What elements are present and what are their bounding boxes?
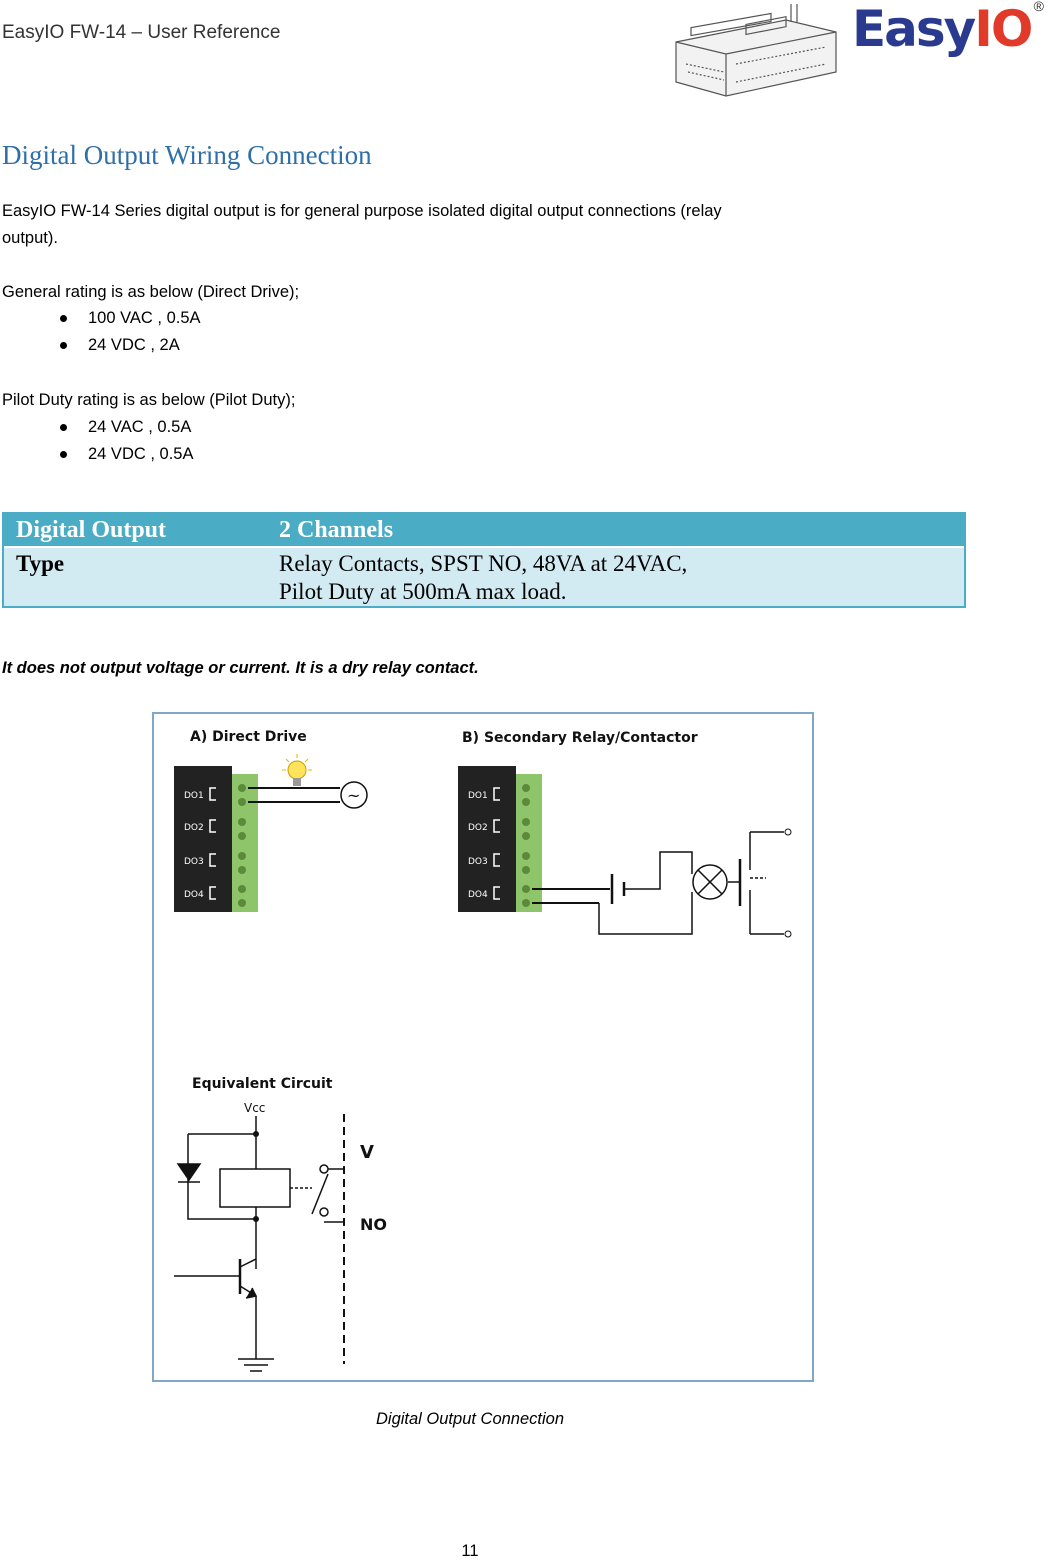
equivalent-circuit-label: Equivalent Circuit [192,1076,333,1092]
terminal-label-do2: DO2 [184,823,204,833]
general-rating-list: 100 VAC , 0.5A 24 VDC , 2A [60,305,201,359]
pilot-rating-label: Pilot Duty rating is as below (Pilot Dut… [2,391,296,409]
equivalent-circuit-schematic [174,1114,345,1372]
diagram-label-secondary-relay: B) Secondary Relay/Contactor [462,730,698,746]
wiring-diagram-figure: A) Direct Drive B) Secondary Relay/Conta… [152,712,814,1382]
document-header-title: EasyIO FW-14 – User Reference [2,22,281,43]
terminal-block-b: DO1 DO2 DO3 DO4 [458,766,542,912]
general-rating-label: General rating is as below (Direct Drive… [2,283,300,301]
spec-table: Digital Output 2 Channels Type Relay Con… [2,512,966,608]
spec-row-value-line2: Pilot Duty at 500mA max load. [279,579,567,604]
pilot-rating-list: 24 VAC , 0.5A 24 VDC , 0.5A [60,414,193,468]
v-terminal-label: V [360,1142,374,1163]
figure-caption: Digital Output Connection [375,1410,565,1428]
page-number: 11 [461,1542,479,1560]
terminal-label-do4: DO4 [184,890,204,900]
light-bulb-icon [282,754,312,786]
spec-row-value-line1: Relay Contacts, SPST NO, 48VA at 24VAC, [279,551,688,576]
spec-table-row: Type Relay Contacts, SPST NO, 48VA at 24… [4,546,964,606]
list-item: 24 VDC , 0.5A [60,441,193,468]
controller-device-image [675,4,837,97]
terminal-label-do3: DO3 [184,857,204,867]
secondary-relay-circuit [532,831,784,935]
direct-drive-wires [248,787,340,803]
terminal-label-do1: DO1 [184,791,204,801]
terminal-label-do1-b: DO1 [468,791,488,801]
list-item: 100 VAC , 0.5A [60,305,201,332]
easyio-logo: EasyIO ® [852,0,1044,58]
intro-line-2: output). [2,229,58,247]
ac-source-symbol [340,781,368,809]
terminal-label-do3-b: DO3 [468,857,488,867]
spec-table-header-row: Digital Output 2 Channels [4,514,964,546]
spec-header-col1: Digital Output [16,517,167,543]
spec-header-col2: 2 Channels [279,517,394,543]
terminal-label-do2-b: DO2 [468,823,488,833]
no-terminal-label: NO [360,1215,387,1234]
registered-mark: ® [1033,0,1044,14]
section-title: Digital Output Wiring Connection [2,140,372,170]
diagram-label-direct-drive: A) Direct Drive [190,729,307,745]
list-item: 24 VAC , 0.5A [60,414,193,441]
spec-row-label: Type [16,551,65,576]
intro-line-1: EasyIO FW-14 Series digital output is fo… [2,202,722,220]
list-item: 24 VDC , 2A [60,332,201,359]
terminal-block-a: DO1 DO2 DO3 DO4 [174,766,258,912]
vcc-label: Vcc [244,1101,265,1115]
dry-contact-note: It does not output voltage or current. I… [2,659,479,677]
ac-symbol-tilde: ~ [347,786,360,805]
terminal-label-do4-b: DO4 [468,890,488,900]
